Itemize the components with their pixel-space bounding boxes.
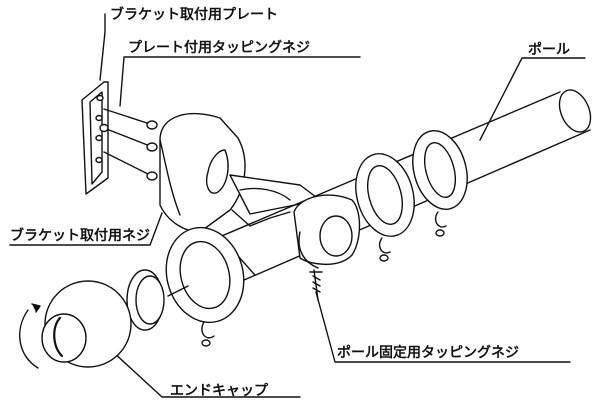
leader-pole — [479, 57, 586, 141]
pole-support — [293, 194, 361, 269]
leader-lines — [9, 13, 586, 398]
label-plate-tapping-screw: プレート付用タッピングネジ — [128, 40, 310, 56]
leader-bracket-screw — [9, 212, 163, 246]
leader-plate-tapping-screw — [119, 56, 361, 107]
leader-end-cap — [99, 339, 301, 398]
end-cap-collar — [126, 269, 189, 331]
bracket-plate — [81, 81, 109, 195]
plate-tapping-screws — [103, 108, 158, 181]
label-bracket-plate: ブラケット取付用プレート — [110, 7, 278, 23]
curtain-rings — [355, 130, 468, 262]
leader-pole-fix-screw — [315, 291, 571, 363]
leader-bracket-plate — [99, 13, 106, 81]
end-ring — [165, 226, 245, 347]
label-pole-fix-tapping-screw: ポール固定用タッピングネジ — [337, 345, 519, 361]
end-cap — [19, 280, 132, 369]
pole-fix-screw — [309, 269, 323, 301]
label-bracket-screw: ブラケット取付用ネジ — [10, 228, 150, 244]
bracket-screws — [99, 123, 158, 152]
label-pole: ポール — [528, 42, 570, 58]
label-end-cap: エンドキャップ — [170, 383, 268, 399]
